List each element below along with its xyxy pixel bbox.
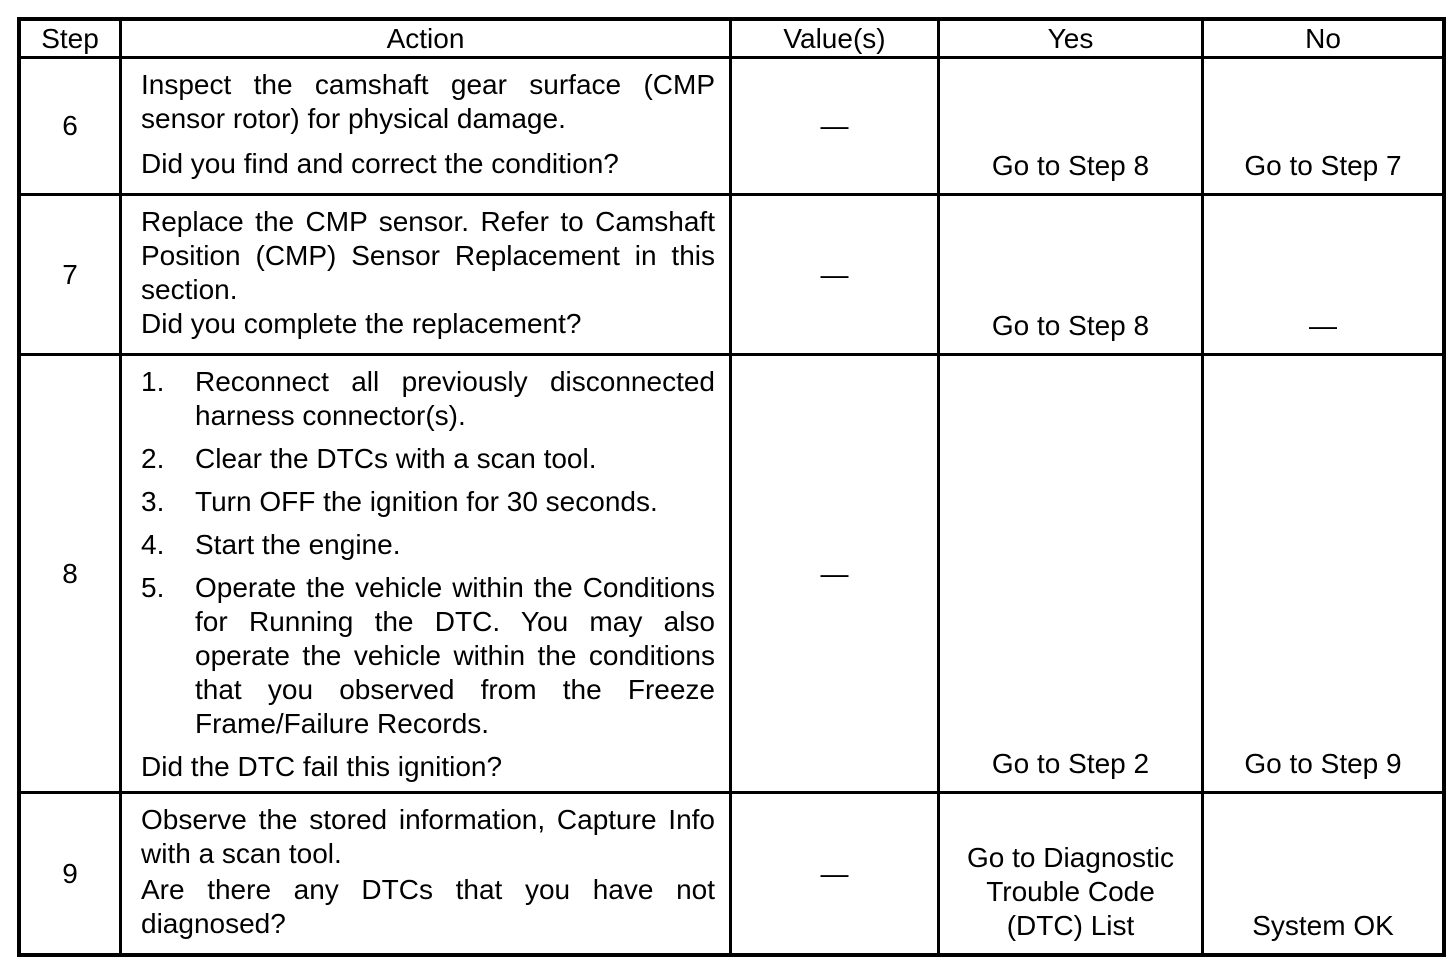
action-question: Are there any DTCs that you have not dia… [141,874,715,939]
no-cell: — [1204,196,1442,356]
column-header-action-label: Action [386,22,465,54]
action-paragraph: Replace the CMP sensor. Refer to Camshaf… [141,206,715,305]
list-item-text: Start the engine. [195,529,401,560]
yes-outcome: Go to Diagnostic Trouble Code (DTC) List [967,842,1174,941]
action-instructions: Observe the stored information, Capture … [141,803,715,871]
diagnostic-steps-table: Step Action Value(s) Yes No 6 Inspect th… [17,17,1446,957]
step-number: 9 [62,857,78,889]
action-numbered-list: 1. Reconnect all previously disconnected… [141,365,715,750]
list-item-number: 4. [141,529,165,560]
action-instructions: Inspect the camshaft gear surface (CMP s… [141,68,715,136]
column-header-yes: Yes [940,21,1204,59]
column-header-no-label: No [1305,22,1341,54]
list-item: 2. Clear the DTCs with a scan tool. [141,442,715,476]
no-outcome: System OK [1252,910,1394,941]
step-number: 7 [62,258,78,290]
action-paragraph: Inspect the camshaft gear surface (CMP s… [141,69,715,134]
list-item-text: Operate the vehicle within the Condition… [195,572,715,739]
action-cell: Inspect the camshaft gear surface (CMP s… [122,59,732,196]
action-question: Did you complete the replacement? [141,308,582,339]
yes-outcome: Go to Step 8 [991,310,1150,341]
yes-outcome: Go to Step 2 [991,748,1150,779]
list-item-text: Reconnect all previously disconnected ha… [195,366,715,431]
column-header-action: Action [122,21,732,59]
column-header-step: Step [21,21,122,59]
action-question: Did the DTC fail this ignition? [141,751,503,782]
step-number: 6 [62,110,78,141]
column-header-yes-label: Yes [1047,22,1094,54]
action-cell: Observe the stored information, Capture … [122,794,732,953]
column-header-step-label: Step [41,22,99,54]
step-number: 8 [62,557,78,589]
list-item: 5. Operate the vehicle within the Condit… [141,571,715,741]
no-cell: System OK [1204,794,1442,953]
list-item-number: 2. [141,443,165,474]
no-outcome: Go to Step 7 [1244,150,1402,181]
value-cell: — [732,59,940,196]
yes-cell: Go to Diagnostic Trouble Code (DTC) List [940,794,1204,953]
value-dash: — [820,557,849,589]
column-header-no: No [1204,21,1442,59]
value-cell: — [732,196,940,356]
list-item: 4. Start the engine. [141,528,715,562]
action-cell: 1. Reconnect all previously disconnected… [122,356,732,794]
list-item: 1. Reconnect all previously disconnected… [141,365,715,433]
step-number-cell: 7 [21,196,122,356]
list-item-number: 3. [141,486,165,517]
value-dash: — [820,110,849,141]
list-item-number: 5. [141,572,165,603]
list-item-number: 1. [141,366,165,397]
value-dash: — [820,857,849,889]
yes-outcome: Go to Step 8 [991,150,1150,181]
column-header-values: Value(s) [732,21,940,59]
action-question: Did you find and correct the condition? [141,148,619,179]
column-header-values-label: Value(s) [783,22,886,54]
step-number-cell: 6 [21,59,122,196]
list-item-text: Turn OFF the ignition for 30 seconds. [195,486,658,517]
list-item: 3. Turn OFF the ignition for 30 seconds. [141,485,715,519]
value-dash: — [820,258,849,290]
value-cell: — [732,794,940,953]
no-cell: Go to Step 7 [1204,59,1442,196]
no-outcome: — [1309,310,1337,341]
list-item-text: Clear the DTCs with a scan tool. [195,443,597,474]
yes-cell: Go to Step 8 [940,196,1204,356]
action-instructions: Replace the CMP sensor. Refer to Camshaf… [141,205,715,307]
no-outcome: Go to Step 9 [1244,748,1402,779]
no-cell: Go to Step 9 [1204,356,1442,794]
yes-cell: Go to Step 2 [940,356,1204,794]
action-cell: Replace the CMP sensor. Refer to Camshaf… [122,196,732,356]
step-number-cell: 8 [21,356,122,794]
yes-cell: Go to Step 8 [940,59,1204,196]
step-number-cell: 9 [21,794,122,953]
value-cell: — [732,356,940,794]
action-paragraph: Observe the stored information, Capture … [141,804,715,869]
